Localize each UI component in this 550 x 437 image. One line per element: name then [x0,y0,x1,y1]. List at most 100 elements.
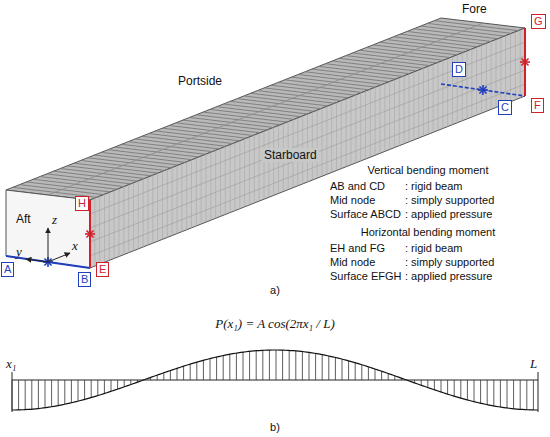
pressure-bar [104,380,105,394]
side-stiffener [109,192,110,260]
pressure-bar [97,380,98,396]
side-stiffener [215,150,216,218]
corner-label: E [96,262,109,277]
legend-text: : applied pressure [405,270,492,283]
pressure-bar [520,380,521,409]
legend-item: Mid node [330,194,375,207]
pressure-bar [216,357,217,380]
pressure-bar [526,380,527,410]
corner-label: H [75,196,89,211]
side-stiffener [148,177,149,245]
pressure-bar [203,360,204,380]
side-stiffener [128,185,129,253]
side-longitudinal [90,84,525,256]
legend-item: EH and FG [330,242,385,255]
pressure-bar [282,350,283,380]
legend-item: AB and CD [330,180,385,193]
side-stiffener [322,108,323,176]
side-stiffener [370,89,371,157]
side-stiffener [467,51,468,119]
legend-text: : simply supported [405,194,494,207]
side-stiffener [191,160,192,228]
side-stiffener [341,101,342,169]
side-stiffener [206,154,207,222]
pressure-bar [269,350,270,380]
side-stiffener [375,87,376,155]
side-longitudinal [90,70,525,242]
side-stiffener [355,95,356,163]
pressure-bar [196,362,197,380]
pressure-bar [210,359,211,380]
pressure-bar [507,380,508,408]
side-stiffener [491,41,492,109]
axis-label: x₁ [6,356,16,371]
mid-nodes [43,57,530,267]
side-stiffener [317,110,318,178]
pressure-bar [31,380,32,409]
pressure-bar [460,380,461,398]
side-stiffener [119,189,120,257]
side-stiffener [235,143,236,211]
pressure-bar [25,380,26,410]
pressure-bar [427,380,428,388]
axis-label: x [72,238,78,253]
x-axis [48,253,70,262]
starboard-side [90,28,525,268]
pressure-distribution [12,350,538,412]
pressure-bar [163,373,164,380]
corner-label: C [498,100,512,115]
corner-label: A [1,262,14,277]
pressure-bar [388,373,389,380]
corner-label: G [531,14,546,29]
end-tick [12,372,13,412]
side-stiffener [225,146,226,214]
side-stiffener [244,139,245,207]
end-tick [538,372,539,412]
axes [26,228,70,262]
pressure-bar [170,371,171,380]
axis-label: L [530,356,537,371]
z-axis [48,228,49,262]
side-stiffener [520,30,521,98]
hull-model [6,18,525,268]
side-stiffener [500,38,501,106]
pressure-bar [355,363,356,380]
axis-label: y [16,244,22,259]
side-stiffener [481,45,482,113]
pressure-bar [71,380,72,403]
rigid-beam-cd [441,84,525,96]
side-stiffener [423,68,424,136]
side-stiffener [510,34,511,102]
deck-frames [13,21,518,198]
side-stiffener [394,80,395,148]
side-longitudinal [90,42,525,214]
pressure-bar [12,380,13,410]
pressure-bar [335,357,336,380]
side-stiffener [143,179,144,247]
pressure-bar [500,380,501,407]
pressure-bar [177,368,178,380]
side-stiffener [123,187,124,255]
side-stiffener [447,59,448,127]
pressure-bar [190,364,191,380]
pressure-bar [348,361,349,380]
side-stiffener [230,145,231,213]
pressure-bar [513,380,514,409]
y-axis [26,259,48,262]
pressure-bar [342,359,343,380]
pressure-bar [328,356,329,380]
side-stiffener [331,104,332,172]
legend-text: : rigid beam [405,180,462,193]
mid-node-star [478,85,488,95]
side-stiffener [220,148,221,216]
legend-text: : simply supported [405,256,494,269]
corner-label: D [452,62,466,77]
pressure-bar [322,355,323,380]
pressure-bar [447,380,448,394]
pressure-bar [315,353,316,380]
pressure-bar [91,380,92,398]
pressure-bar [64,380,65,404]
pressure-bar [276,350,277,380]
side-stiffener [505,36,506,104]
pressure-bar [236,353,237,380]
